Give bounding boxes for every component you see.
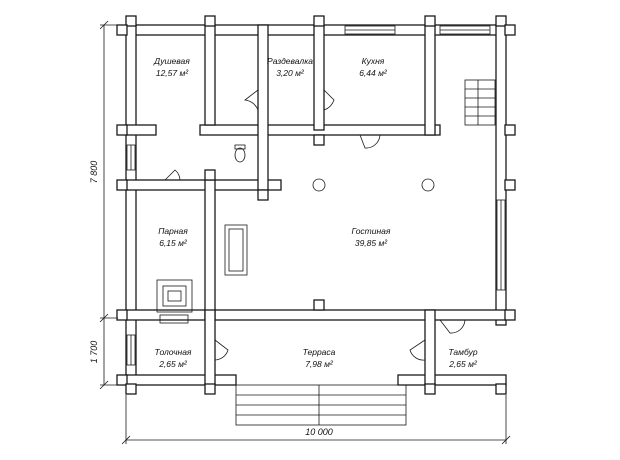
room-area: 3,20 м² <box>276 68 305 78</box>
room-area: 6,15 м² <box>159 238 188 248</box>
dimension-height-terrace: 1 700 <box>89 341 99 364</box>
room-dushevaya: Душевая 12,57 м² <box>153 56 190 78</box>
dimension-width: 10 000 <box>305 427 333 437</box>
staircase <box>464 79 496 126</box>
room-parnaya: Парная 6,15 м² <box>158 226 188 248</box>
room-terrasa: Терраса 7,98 м² <box>303 347 336 369</box>
toilet-fixture <box>234 144 246 163</box>
room-name: Парная <box>158 226 188 236</box>
bench <box>224 224 248 276</box>
room-area: 6,44 м² <box>359 68 388 78</box>
room-kukhnya: Кухня 6,44 м² <box>359 56 388 78</box>
room-area: 39,85 м² <box>355 238 388 248</box>
room-name: Толочная <box>155 347 192 357</box>
columns <box>312 178 435 192</box>
room-name: Тамбур <box>448 347 477 357</box>
room-area: 2,65 м² <box>448 359 478 369</box>
log-joints <box>116 15 516 395</box>
room-area: 2,65 м² <box>158 359 188 369</box>
entrance-steps <box>235 384 407 426</box>
room-razdevalka: Раздевалка 3,20 м² <box>267 56 313 78</box>
dimension-height-main: 7 800 <box>89 161 99 184</box>
room-name: Терраса <box>303 347 336 357</box>
room-tolochnaya: Толочная 2,65 м² <box>155 347 192 369</box>
room-name: Гостиная <box>352 226 391 236</box>
room-gostinaya: Гостиная 39,85 м² <box>352 226 391 248</box>
room-name: Душевая <box>153 56 190 66</box>
room-area: 12,57 м² <box>156 68 189 78</box>
room-tambur: Тамбур 2,65 м² <box>448 347 478 369</box>
stove <box>156 279 193 324</box>
room-area: 7,98 м² <box>305 359 334 369</box>
doors <box>164 89 466 361</box>
dimension-lines <box>99 20 511 445</box>
room-name: Раздевалка <box>267 56 313 66</box>
outer-walls <box>125 24 507 386</box>
windows <box>126 25 506 366</box>
room-name: Кухня <box>362 56 385 66</box>
